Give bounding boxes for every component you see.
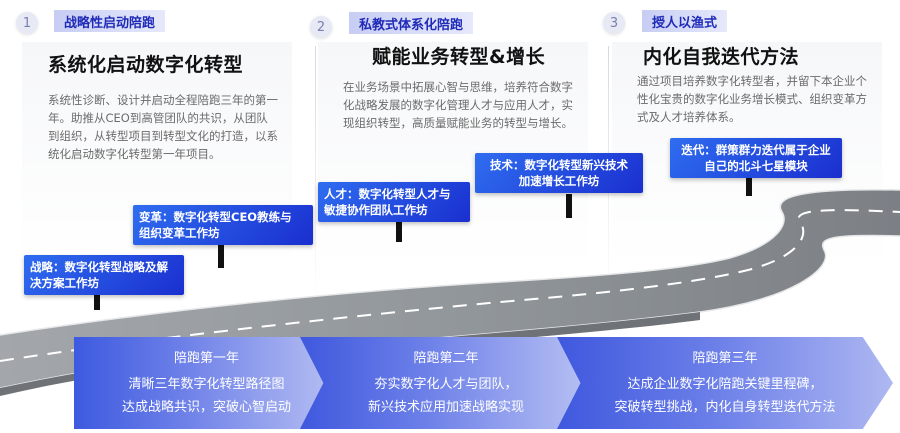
sign-line: 战略：数字化转型战略及解	[30, 260, 168, 274]
road-center-line	[0, 209, 900, 362]
sign-pole	[94, 284, 100, 310]
step-number-badge: 2	[310, 16, 332, 38]
column-description: 系统性诊断、设计并启动全程陪跑三年的第一年。助推从CEO到高管团队的共识，从团队…	[48, 93, 278, 161]
step-number-badge: 1	[16, 12, 38, 34]
phase-line: 新兴技术应用加速战略实现	[367, 400, 524, 415]
phase-arrow-year-2: 陪跑第二年 夯实数字化人才与团队， 新兴技术应用加速战略实现	[300, 337, 592, 429]
column-divider	[315, 46, 316, 306]
sign-line: 技术：数字化转型新兴技术	[490, 158, 628, 172]
sign-pole	[218, 240, 224, 268]
phase-tag: 授人以渔式	[642, 10, 728, 32]
phase-tag: 战略性启动陪跑	[54, 10, 166, 32]
sign-change: 变革：数字化转型CEO教练与 组织变革工作坊	[133, 205, 313, 245]
sign-line: 人才：数字化转型人才与	[324, 187, 451, 201]
sign-tech: 技术：数字化转型新兴技术 加速增长工作坊	[475, 153, 643, 193]
phase-arrow-year-1: 陪跑第一年 清晰三年数字化转型路径图 达成战略共识，突破心智启动	[74, 337, 339, 429]
road-side-shadow	[0, 312, 700, 396]
sign-line: 决方案工作坊	[30, 276, 99, 290]
phase-line: 达成企业数字化陪跑关键里程碑，	[627, 377, 823, 392]
phase-title: 陪跑第三年	[692, 351, 758, 366]
column-title: 内化自我迭代方法	[643, 46, 800, 68]
column-title: 系统化启动数字化转型	[48, 54, 244, 76]
column-description: 通过项目培养数字化转型者，并留下本企业个性化宝贵的数字化业务增长模式、组织变革方…	[637, 74, 867, 124]
phase-title: 陪跑第一年	[173, 351, 239, 366]
sign-pole	[566, 194, 572, 218]
phase-tag: 私教式体系化陪跑	[349, 12, 474, 34]
sign-strategy: 战略：数字化转型战略及解 决方案工作坊	[24, 255, 184, 295]
sign-line: 组织变革工作坊	[139, 226, 220, 240]
sign-line: 变革：数字化转型CEO教练与	[139, 210, 292, 224]
step-number-badge: 3	[603, 12, 625, 34]
column-title: 赋能业务转型&增长	[372, 46, 546, 68]
phase-arrow-year-3: 陪跑第三年 达成企业数字化陪跑关键里程碑， 突破转型挑战，内化自身转型迭代方法	[557, 337, 893, 429]
sign-iterate: 迭代：群策群力迭代属于企业 自己的北斗七星模块	[670, 138, 842, 178]
sign-line: 加速增长工作坊	[518, 174, 600, 188]
phase-line: 夯实数字化人才与团队，	[374, 377, 518, 392]
road-edge-line	[0, 188, 900, 336]
sign-pole	[396, 218, 402, 242]
sign-pole	[746, 178, 752, 196]
column-description: 在业务场景中拓展心智与思维，培养符合数字化战略发展的数字化管理人才与应用人才，实…	[343, 80, 573, 130]
phase-line: 清晰三年数字化转型路径图	[128, 377, 285, 392]
phase-line: 突破转型挑战，内化自身转型迭代方法	[614, 400, 836, 415]
sign-talent: 人才：数字化转型人才与 敏捷协作团队工作坊	[318, 182, 470, 222]
sign-line: 迭代：群策群力迭代属于企业	[681, 143, 831, 157]
sign-line: 敏捷协作团队工作坊	[324, 203, 428, 217]
phase-line: 达成战略共识，突破心智启动	[121, 400, 291, 415]
sign-line: 自己的北斗七星模块	[704, 159, 808, 173]
phase-title: 陪跑第二年	[413, 351, 479, 366]
